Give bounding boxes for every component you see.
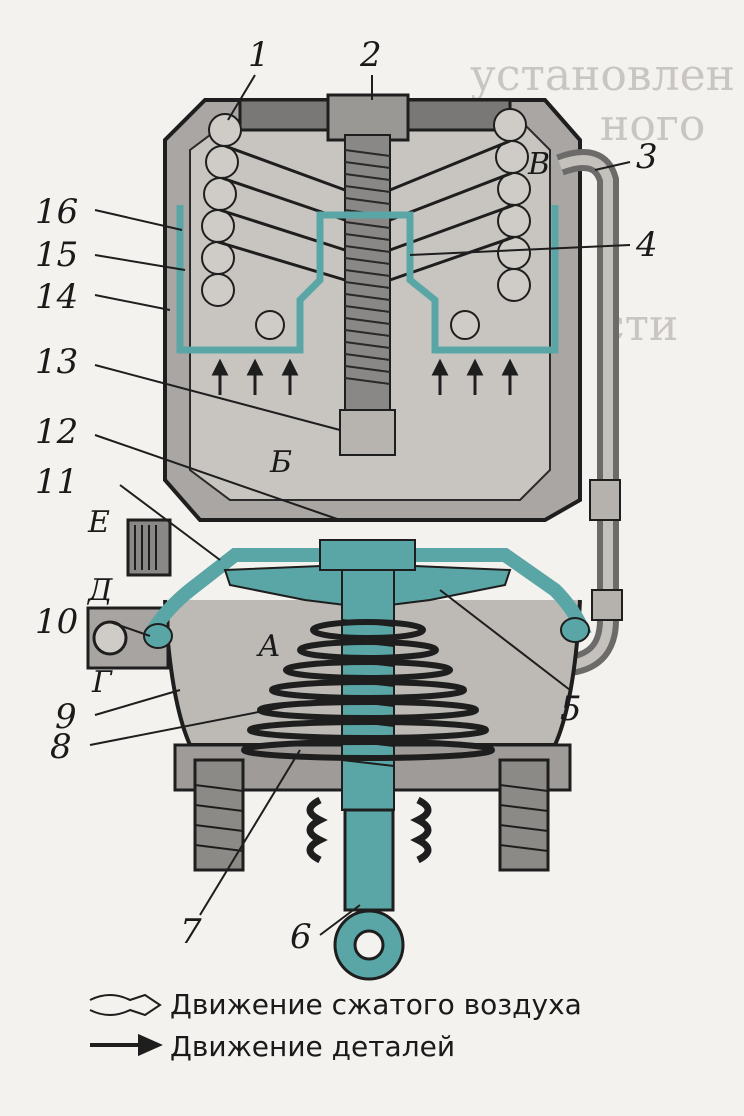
pushrod: [341, 569, 395, 811]
mounting-stud-left: [193, 758, 245, 872]
callout-12: 12: [35, 412, 79, 452]
legend-air-label: Движение сжатого воздуха: [170, 988, 582, 1021]
legend-hollow-arrow: [89, 993, 162, 1017]
piston-15: [176, 205, 559, 354]
power-spring: [201, 108, 531, 340]
zone-label-b: Б: [270, 445, 293, 480]
callout-5: 5: [560, 689, 582, 729]
callout-15: 15: [35, 235, 79, 275]
zone-label-a: А: [258, 629, 281, 664]
callout-9: 9: [55, 697, 77, 737]
callout-11: 11: [35, 462, 79, 502]
callout-14: 14: [35, 277, 79, 317]
callout-7: 7: [180, 912, 202, 952]
legend-solid-arrow: [90, 1033, 163, 1057]
callout-3: 3: [636, 137, 658, 177]
callout-13: 13: [35, 342, 79, 382]
callout-1: 1: [248, 35, 270, 75]
fork-rod: [343, 808, 395, 912]
callout-8: 8: [50, 727, 72, 767]
legend-parts-label: Движение деталей: [170, 1030, 456, 1063]
legend-air: Движение сжатого воздуха: [170, 988, 582, 1021]
nut-13: [339, 409, 396, 456]
air-flow-arrows: [211, 358, 519, 395]
screw-head: [326, 93, 410, 142]
zone-label-e: Е: [88, 505, 110, 540]
zone-label-v: В: [528, 147, 551, 182]
callout-10: 10: [35, 602, 79, 642]
callout-4: 4: [636, 225, 658, 265]
leader-lines: [89, 74, 631, 936]
legend-parts: Движение деталей: [170, 1030, 455, 1063]
callout-6: 6: [290, 917, 312, 957]
callout-2: 2: [360, 35, 382, 75]
return-spring: [241, 619, 495, 761]
zone-label-g: Г: [92, 665, 112, 700]
mounting-stud-right: [498, 758, 550, 872]
callout-16: 16: [35, 192, 79, 232]
zone-label-d: Д: [88, 573, 113, 608]
protective-boot: [306, 796, 432, 864]
